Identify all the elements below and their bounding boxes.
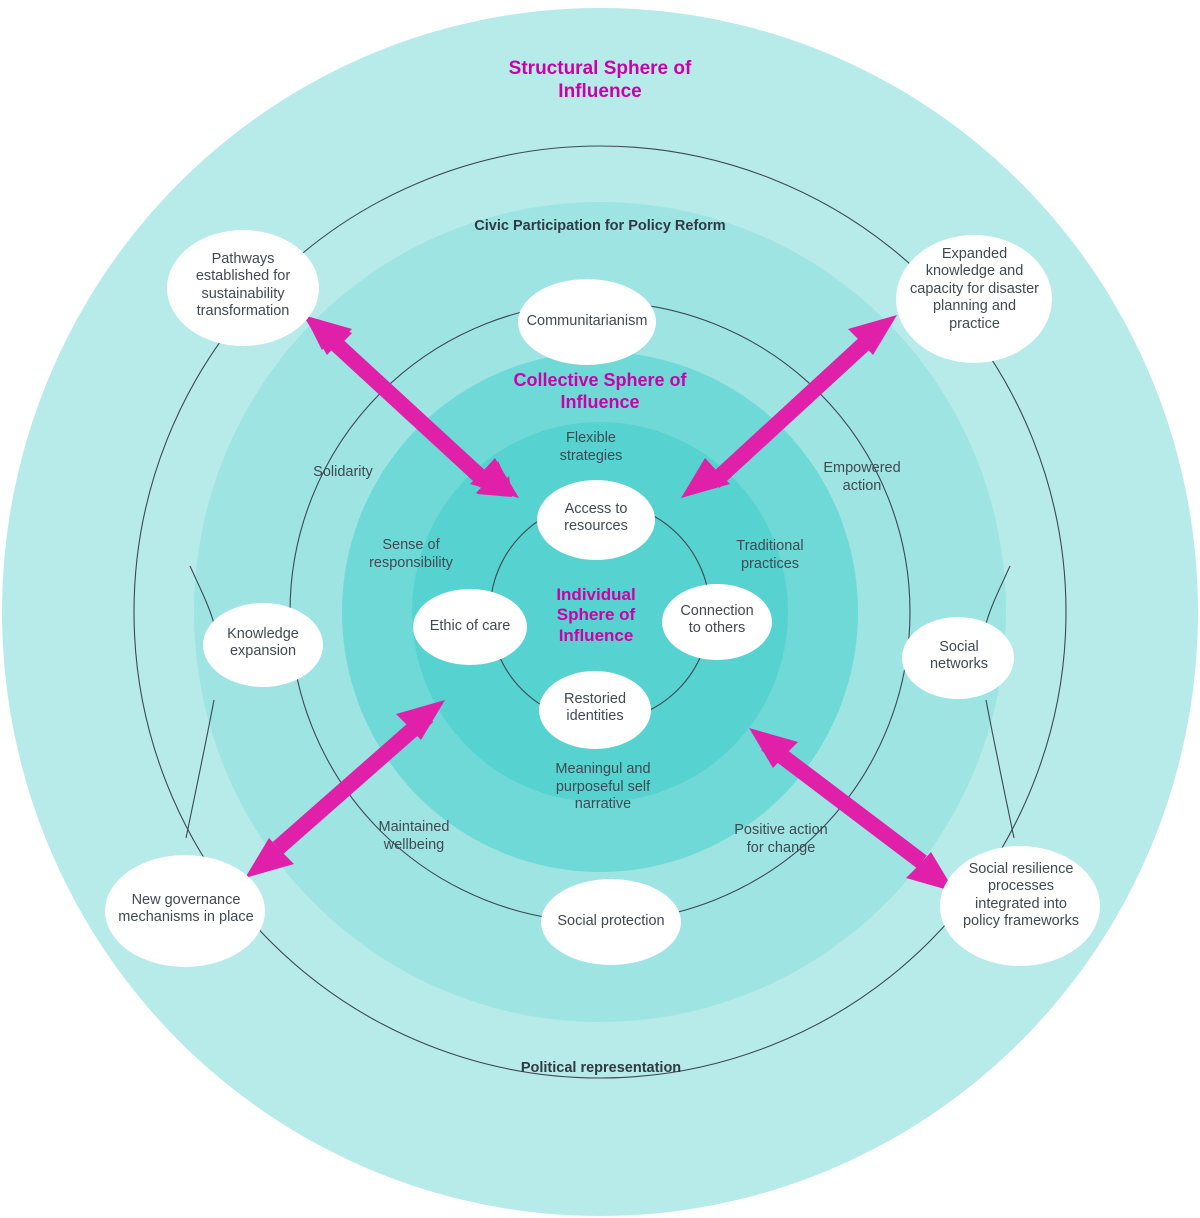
ring-label-civic-participation: Civic Participation for Policy Reform [474,218,726,234]
ring-label-political-representation: Political representation [520,1060,682,1076]
node-ethic-of-care[interactable] [413,589,527,665]
title-individual-sphere: Individual Sphere of Influence [556,585,636,645]
node-communitarianism[interactable] [518,279,656,365]
node-social-resilience[interactable] [940,846,1100,966]
arrow-bottom-left [245,700,445,878]
outline-ring-structural [133,145,1067,1079]
arrow-top-left [303,315,519,498]
node-social-networks[interactable] [902,617,1014,699]
title-collective-sphere: Collective Sphere of Influence [513,370,687,412]
node-social-protection[interactable] [541,879,681,965]
title-structural-sphere: Structural Sphere of Influence [508,58,692,102]
sphere-core-fill [412,422,788,802]
node-expanded-knowledge[interactable] [896,235,1052,363]
node-connection-to-others[interactable] [662,584,772,660]
node-new-governance[interactable] [105,855,265,967]
node-pathways-sustainability[interactable] [167,230,319,346]
node-restoried-identities[interactable] [539,671,651,749]
node-knowledge-expansion[interactable] [203,603,323,687]
arrow-bottom-right [749,728,955,892]
arrow-top-right [681,315,897,498]
node-access-to-resources[interactable] [537,480,655,560]
